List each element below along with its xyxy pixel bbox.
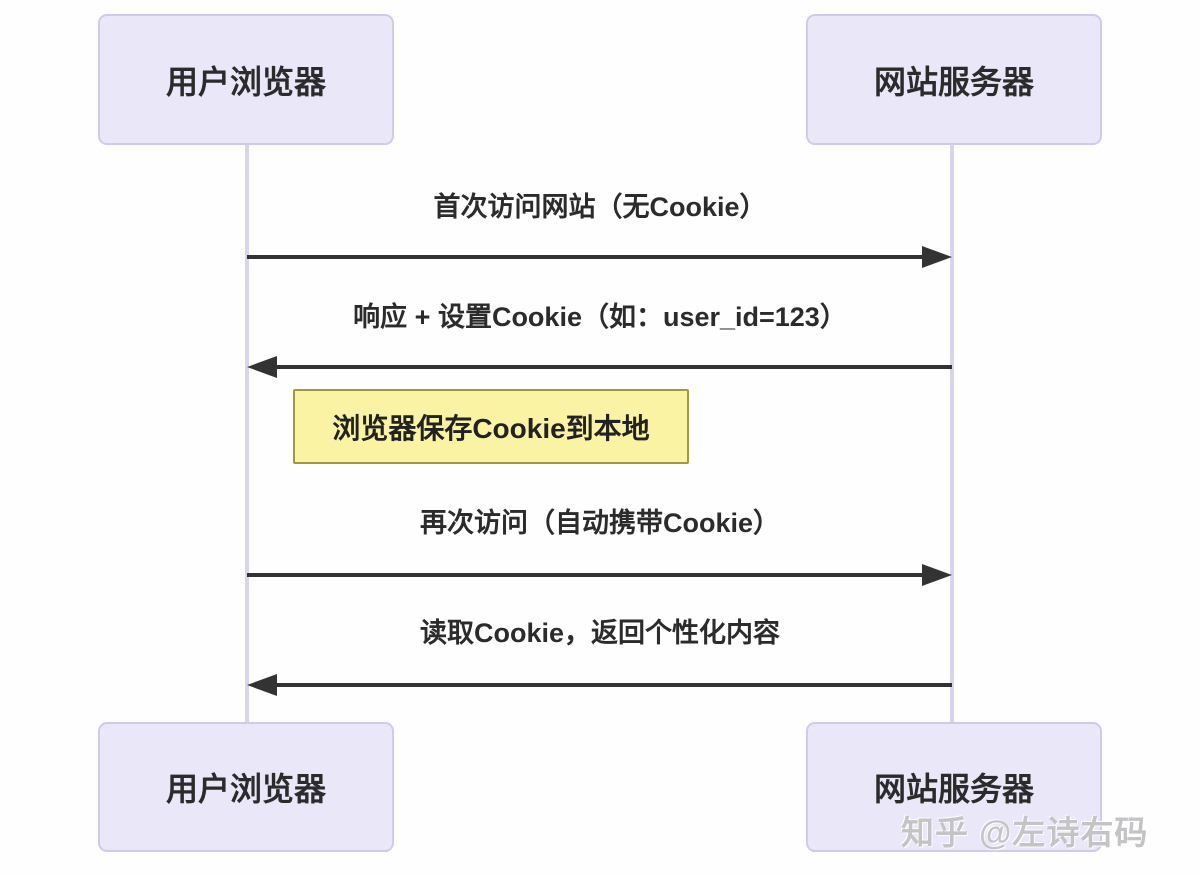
arrowhead-right-icon [922,564,952,586]
message-arrow-left-icon [247,356,952,378]
arrow-shaft [271,683,952,687]
actor-box-server-top: 网站服务器 [806,14,1102,145]
message-label-set-cookie: 响应 + 设置Cookie（如：user_id=123） [353,302,847,332]
actor-box-server-bottom: 网站服务器 [806,722,1102,852]
note-save-cookie: 浏览器保存Cookie到本地 [293,389,689,464]
message-arrow-right-icon [247,246,952,268]
arrowhead-left-icon [247,674,277,696]
arrowhead-left-icon [247,356,277,378]
zhihu-watermark: 知乎 @左诗右码 [901,814,1149,851]
actor-box-browser-bottom: 用户浏览器 [98,722,394,852]
arrow-shaft [271,365,952,369]
message-label-read-cookie: 读取Cookie，返回个性化内容 [419,618,781,648]
arrow-shaft [247,573,928,577]
message-arrow-right-icon [247,564,952,586]
arrow-shaft [247,255,928,259]
arrowhead-right-icon [922,246,952,268]
lifeline-browser [245,145,249,724]
actor-box-browser-top: 用户浏览器 [98,14,394,145]
message-label-first-visit: 首次访问网站（无Cookie） [433,192,767,222]
lifeline-server [950,145,954,724]
message-label-revisit: 再次访问（自动携带Cookie） [419,508,781,538]
message-arrow-left-icon [247,674,952,696]
